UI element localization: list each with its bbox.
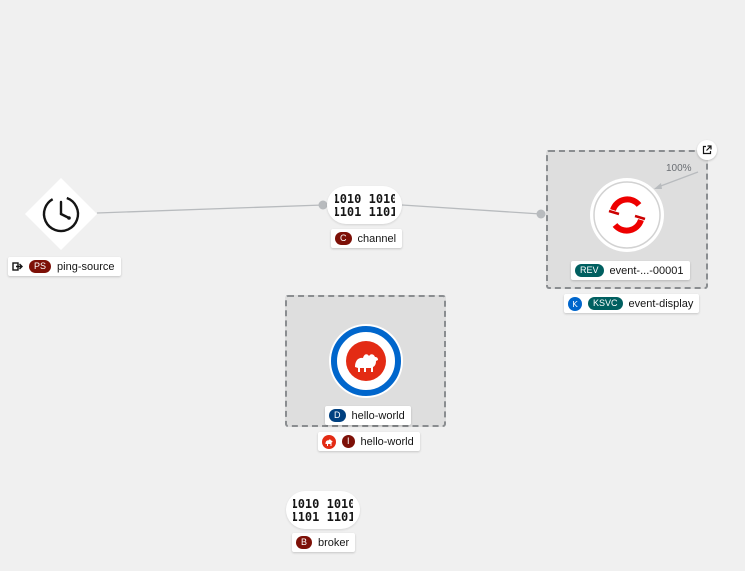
deployment-badge: D: [329, 409, 346, 422]
binary-icon: 1010 1010 1101 1101: [335, 192, 395, 218]
channel-badge: C: [335, 232, 352, 245]
svg-text:K: K: [572, 300, 578, 309]
revision-badge: REV: [575, 264, 604, 277]
revision-label[interactable]: REV event-...-00001: [571, 261, 690, 280]
hello-world-node[interactable]: [329, 324, 403, 398]
deployment-name: hello-world: [351, 409, 405, 422]
application-name: hello-world: [360, 435, 414, 448]
broker-name: broker: [318, 536, 350, 549]
perl-camel-icon: [355, 354, 378, 372]
edge-anchor-event-display-in: [536, 209, 546, 219]
channel-name: channel: [357, 232, 397, 245]
hello-world-application-label[interactable]: I hello-world: [318, 432, 420, 451]
broker-badge: B: [296, 536, 313, 549]
ping-source-badge: PS: [29, 260, 52, 273]
revision-node[interactable]: [590, 178, 664, 252]
channel-label[interactable]: C channel: [331, 229, 403, 248]
openshift-logo-icon: [608, 196, 646, 234]
channel-node[interactable]: 1010 1010 1101 1101: [327, 186, 402, 224]
edge-anchor-channel-in: [318, 200, 328, 210]
external-link-icon: [702, 145, 712, 155]
edge-ping-source-to-channel: [96, 204, 324, 214]
binary-icon: 1010 1010 1101 1101: [293, 497, 353, 523]
broker-node[interactable]: 1010 1010 1101 1101: [286, 491, 360, 529]
event-display-label[interactable]: K KSVC event-display: [564, 294, 700, 313]
svg-text:1101 1101: 1101 1101: [335, 205, 395, 218]
ping-source-name: ping-source: [57, 260, 115, 273]
knative-service-badge: KSVC: [588, 297, 623, 310]
broker-label[interactable]: B broker: [292, 533, 356, 552]
ping-source-label[interactable]: PS ping-source: [8, 257, 121, 276]
hello-world-deployment-label[interactable]: D hello-world: [325, 406, 411, 425]
traffic-percentage: 100%: [666, 163, 692, 174]
knative-icon: K: [568, 296, 582, 311]
ping-source-node[interactable]: [25, 178, 97, 250]
application-badge: I: [342, 435, 355, 448]
svg-text:1010 1010: 1010 1010: [293, 497, 353, 511]
perl-camel-icon: [322, 434, 336, 449]
revision-name: event-...-00001: [609, 264, 684, 277]
edge-channel-to-event-display: [401, 204, 542, 215]
svg-text:1101 1101: 1101 1101: [293, 510, 353, 523]
sign-out-icon: [12, 261, 23, 272]
traffic-arrow: [654, 171, 699, 189]
external-link-button[interactable]: [697, 140, 717, 160]
svg-text:1010 1010: 1010 1010: [335, 192, 395, 206]
knative-service-name: event-display: [628, 297, 694, 310]
